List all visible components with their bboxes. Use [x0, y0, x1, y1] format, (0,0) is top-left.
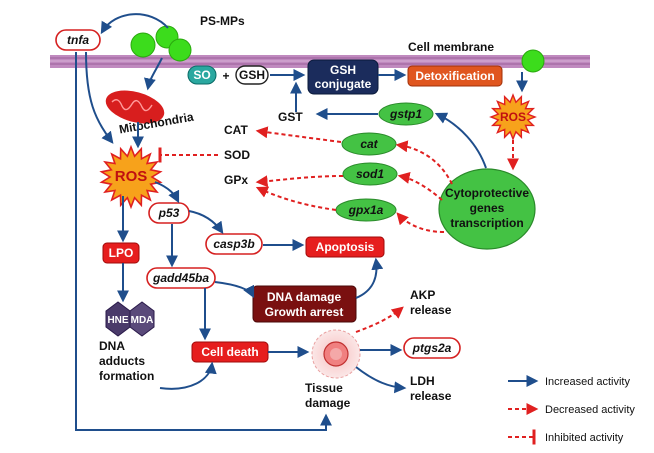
- increased-arrows: [75, 13, 528, 431]
- cytoprotective-label-2: genes: [470, 201, 505, 215]
- arrow-psmps-tnfa: [100, 13, 169, 35]
- dna-adducts-label-2: adducts: [99, 354, 145, 368]
- ptgs2a-node: ptgs2a: [403, 337, 461, 359]
- arrow-dna-damage-apoptosis: [355, 257, 384, 299]
- legend: Increased activity Decreased activity In…: [508, 375, 635, 445]
- tnfa-node: tnfa: [55, 29, 101, 51]
- lpo-node: LPO: [102, 242, 140, 264]
- ldh-label-1: LDH: [410, 374, 435, 388]
- cytoprotective-label-3: transcription: [450, 216, 523, 230]
- decreased-arrows: [255, 126, 519, 333]
- arrow-gadd45ba-dna-damage: [214, 281, 255, 299]
- gsh-conjugate-label-2: conjugate: [315, 77, 372, 91]
- legend-increased-label: Increased activity: [545, 376, 630, 388]
- arrow-psmps-mito: [144, 57, 163, 91]
- dna-damage-label-1: DNA damage: [267, 290, 342, 304]
- ros-top-label: ROS: [500, 110, 526, 124]
- ros-main-node: ROS: [99, 144, 163, 210]
- sod-enzyme-label: SOD: [224, 148, 250, 162]
- casp3b-node: casp3b: [205, 233, 263, 255]
- legend-decreased-label: Decreased activity: [545, 404, 635, 416]
- hne-label: HNE: [107, 315, 128, 326]
- p53-node: p53: [148, 202, 190, 224]
- lpo-label: LPO: [109, 246, 134, 260]
- arrow-ros-p53: [154, 181, 180, 204]
- arrow-cat-gene-cat: [255, 126, 342, 143]
- gpx1a-label: gpx1a: [348, 203, 384, 217]
- arrow-gpx1a-gpx: [255, 186, 337, 211]
- cell-membrane-label: Cell membrane: [408, 40, 494, 54]
- hne-mda-node: HNE MDA: [105, 301, 155, 337]
- arrow-cyto-gstp1: [434, 112, 487, 169]
- gsh-node: GSH: [235, 65, 269, 85]
- gsh-conjugate-node: GSH conjugate: [307, 59, 379, 95]
- akp-label-2: release: [410, 303, 452, 317]
- ros-main-label: ROS: [115, 168, 148, 185]
- gsh-label: GSH: [239, 68, 265, 82]
- p53-label: p53: [158, 206, 180, 220]
- ptgs2a-label: ptgs2a: [412, 341, 452, 355]
- akp-label-1: AKP: [410, 288, 435, 302]
- arrow-cyto-gpx1a: [396, 212, 445, 233]
- tnfa-label: tnfa: [67, 33, 89, 47]
- cat-gene-node: cat: [341, 132, 397, 156]
- cell-death-label: Cell death: [201, 345, 258, 359]
- plus-sign: +: [222, 69, 229, 83]
- mda-label: MDA: [131, 315, 154, 326]
- cytoprotective-label-1: Cytoprotective: [445, 186, 529, 200]
- dna-damage-label-2: Growth arrest: [265, 305, 344, 319]
- arrow-tnfa-tissue: [75, 52, 332, 431]
- apoptosis-node: Apoptosis: [305, 236, 385, 258]
- arrow-tnfa-ros: [85, 51, 114, 144]
- tissue-damage-icon: [311, 329, 361, 379]
- dna-damage-node: DNA damage Growth arrest: [252, 285, 357, 323]
- mitochondria: [105, 90, 165, 124]
- arrow-p53-casp3b: [188, 210, 224, 234]
- arrow-sod1-sod: [255, 175, 344, 188]
- gpx-enzyme-label: GPx: [224, 173, 248, 187]
- detoxification-label: Detoxification: [415, 69, 494, 83]
- so-label: SO: [193, 68, 210, 82]
- ros-top-node: ROS: [489, 93, 537, 141]
- ldh-label-2: release: [410, 389, 452, 403]
- arrow-cyto-cat: [395, 140, 453, 185]
- dna-adducts-label-1: DNA: [99, 339, 125, 353]
- ps-mps-particles: [130, 25, 545, 73]
- gadd45ba-label: gadd45ba: [152, 271, 209, 285]
- gstp1-node: gstp1: [378, 102, 434, 126]
- cell-death-node: Cell death: [191, 341, 269, 363]
- tissue-damage-label-2: damage: [305, 396, 351, 410]
- gstp1-label: gstp1: [389, 107, 422, 121]
- arrow-adducts-cell-death: [159, 361, 217, 390]
- casp3b-label: casp3b: [213, 237, 254, 251]
- gpx1a-node: gpx1a: [335, 198, 397, 222]
- gst-label: GST: [278, 110, 303, 124]
- legend-inhibited-label: Inhibited activity: [545, 432, 624, 444]
- cat-enzyme-label: CAT: [224, 123, 248, 137]
- apoptosis-label: Apoptosis: [316, 240, 375, 254]
- so-node: SO: [187, 65, 217, 85]
- ps-mps-label: PS-MPs: [200, 14, 245, 28]
- gadd45ba-node: gadd45ba: [146, 267, 216, 289]
- arrow-cyto-sod1: [397, 172, 443, 201]
- detoxification-node: Detoxification: [407, 65, 503, 87]
- sod1-node: sod1: [342, 162, 398, 186]
- gsh-conjugate-label-1: GSH: [330, 63, 356, 77]
- sod1-label: sod1: [356, 167, 384, 181]
- dna-adducts-label-3: formation: [99, 369, 154, 383]
- tissue-damage-label-1: Tissue: [305, 381, 343, 395]
- arrow-tissue-akp: [355, 306, 404, 333]
- cytoprotective-node: Cytoprotective genes transcription: [438, 168, 536, 250]
- cat-gene-label: cat: [360, 137, 378, 151]
- arrow-tissue-ldh: [355, 366, 407, 394]
